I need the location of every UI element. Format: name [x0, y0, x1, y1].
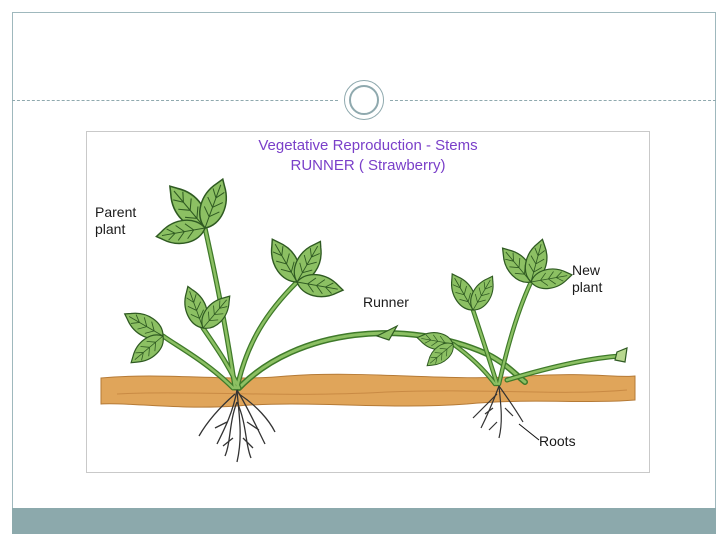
- parent-roots: [198, 389, 276, 463]
- label-new-line2: plant: [572, 279, 603, 295]
- diagram-illustration: [100, 174, 636, 463]
- label-roots: Roots: [539, 433, 576, 449]
- footer-bar: [12, 508, 716, 534]
- strawberry-runner-diagram: Vegetative Reproduction - Stems RUNNER (…: [86, 131, 650, 473]
- roots-pointer: [518, 423, 540, 441]
- header-divider-left: [12, 100, 338, 101]
- new-roots: [472, 385, 524, 439]
- diagram-title: Vegetative Reproduction - Stems: [258, 137, 478, 154]
- label-new-plant: New plant: [572, 262, 602, 296]
- label-parent-plant: Parent plant: [95, 204, 136, 238]
- label-new-line1: New: [572, 262, 601, 278]
- header-divider-right: [390, 100, 716, 101]
- diagram-subtitle: RUNNER ( Strawberry): [290, 157, 446, 174]
- label-parent-line1: Parent: [95, 204, 137, 220]
- label-parent-line2: plant: [95, 221, 126, 237]
- circle-ornament-icon: [344, 80, 384, 120]
- soil: [100, 373, 636, 408]
- label-runner: Runner: [363, 294, 409, 310]
